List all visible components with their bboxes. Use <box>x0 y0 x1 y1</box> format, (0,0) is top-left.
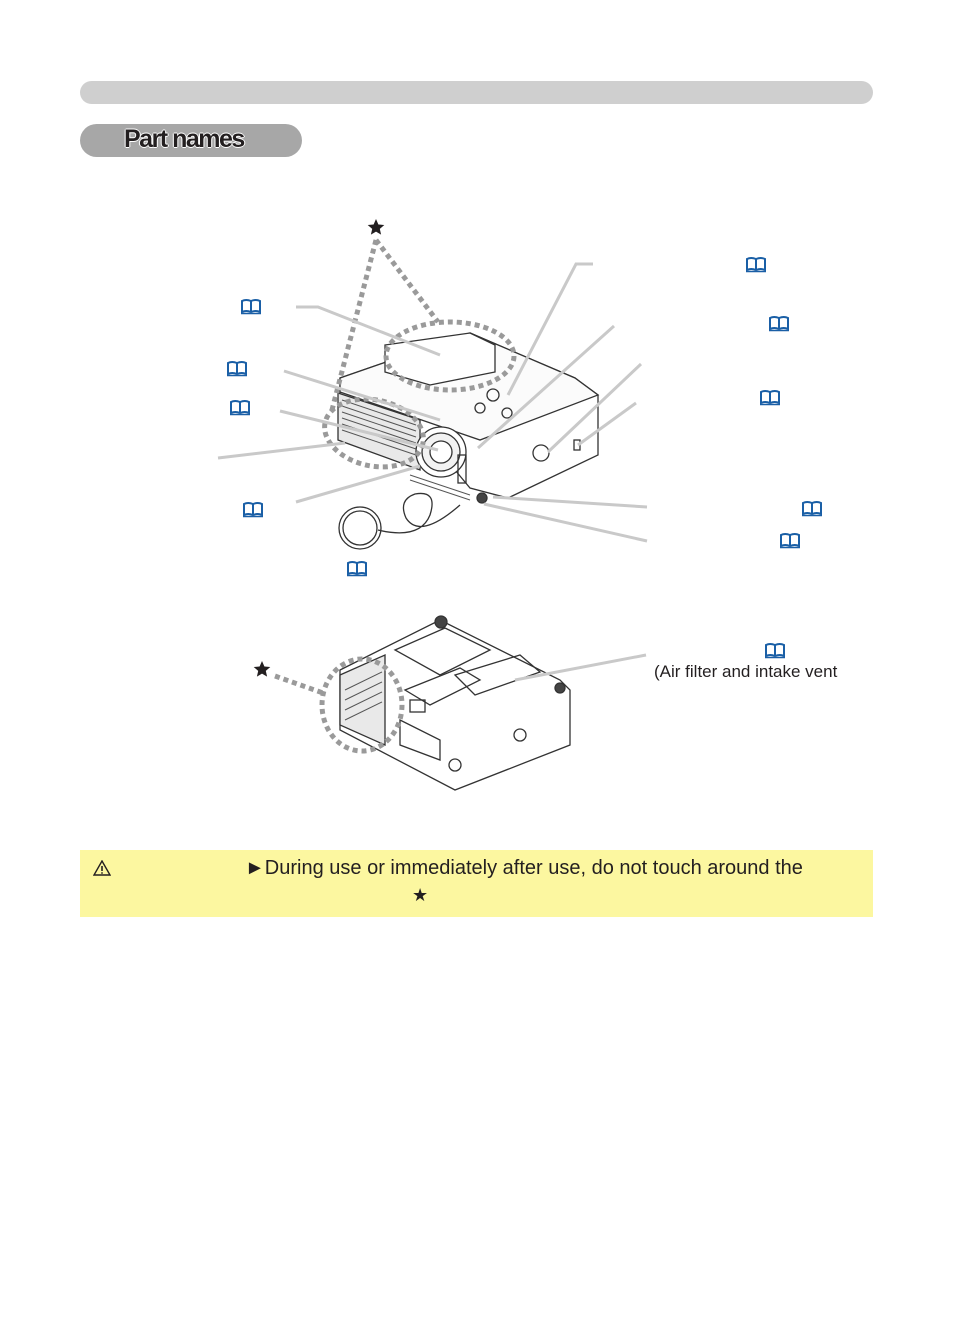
air-filter-caption: (Air filter and intake vent <box>654 662 838 681</box>
projector-bottom-view <box>339 615 571 791</box>
header-bar <box>80 81 873 104</box>
section-title-pill: Part names <box>80 124 302 157</box>
warning-triangle-icon <box>93 860 111 876</box>
projector-top-view <box>337 332 600 504</box>
section-title: Part names <box>124 125 245 153</box>
caution-text: ►During use or immediately after use, do… <box>245 857 803 879</box>
lens-cap <box>338 492 461 550</box>
star-markers <box>253 219 385 677</box>
hot-area-markers <box>274 238 517 754</box>
caution-box <box>80 850 873 917</box>
leader-lines <box>217 262 648 682</box>
caution-star: ★ <box>412 885 429 905</box>
